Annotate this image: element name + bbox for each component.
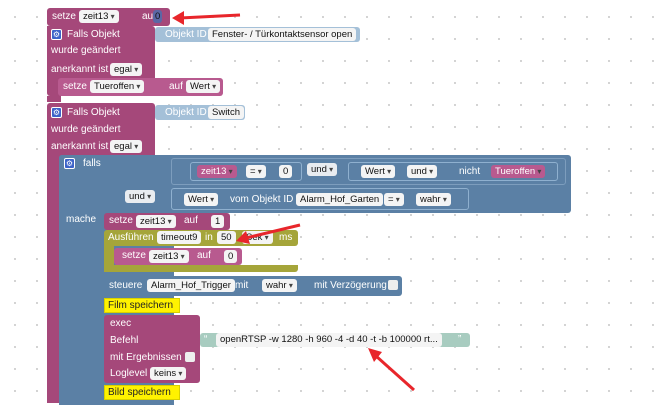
objid-block-2[interactable]: Objekt ID Switch xyxy=(155,105,245,120)
bild-label: Bild speichern xyxy=(108,387,171,398)
mit-label: mit xyxy=(235,280,249,291)
nicht-label: nicht xyxy=(459,166,481,177)
timeout-side xyxy=(104,246,114,272)
wert-dropdown[interactable]: Wert xyxy=(361,165,396,178)
value-field[interactable]: 0 xyxy=(279,165,293,178)
auf-label: auf xyxy=(184,215,198,226)
and-block-inner[interactable]: Wert und nicht Tueroffen xyxy=(348,162,558,181)
set-zeit13-block-0[interactable]: setze zeit13 auf 0 xyxy=(114,248,242,265)
compare-block-2[interactable]: Wert vom Objekt ID Alarm_Hof_Garten = wa… xyxy=(171,188,469,210)
ms-label: ms xyxy=(279,232,293,243)
auf-label: auf xyxy=(169,81,183,92)
value-field[interactable]: 1 xyxy=(211,215,225,228)
zeit13-dropdown[interactable]: zeit13 xyxy=(197,165,237,178)
wahr-dropdown[interactable]: wahr xyxy=(416,193,451,206)
quote-open-icon: “ xyxy=(204,334,208,345)
exec-block[interactable]: exec Befehl mit Ergebnissen Loglevel kei… xyxy=(104,315,200,383)
timeout-bottom xyxy=(104,265,298,272)
setze-label: setze xyxy=(63,81,87,92)
ausfuehren-label: Ausführen xyxy=(108,232,154,243)
auf-label: auf xyxy=(197,250,211,261)
film-comment[interactable]: Film speichern xyxy=(104,298,180,313)
value-field[interactable]: 0 xyxy=(153,10,163,23)
set-zeit13-block-1[interactable]: setze zeit13 auf 1 xyxy=(104,213,230,230)
and-dropdown[interactable]: und xyxy=(407,165,438,178)
trigger-label: Falls Objekt xyxy=(67,29,120,40)
exec-label: exec xyxy=(110,318,132,329)
compare-block-1[interactable]: zeit13 = 0 xyxy=(190,162,302,181)
trigger1-bottom xyxy=(47,96,61,102)
variable-dropdown[interactable]: zeit13 xyxy=(136,215,176,228)
set-tueroffen-block[interactable]: setze Tueroffen auf Wert xyxy=(58,78,223,96)
film-label: Film speichern xyxy=(108,300,174,311)
red-arrow-top xyxy=(172,11,241,25)
and-dropdown[interactable]: und xyxy=(125,190,156,203)
falls-label: falls xyxy=(83,158,101,169)
wert-dropdown[interactable]: Wert xyxy=(184,193,219,206)
results-checkbox[interactable] xyxy=(185,352,195,362)
befehl-label: Befehl xyxy=(110,335,139,346)
setze-label: setze xyxy=(52,11,76,22)
command-field[interactable]: openRTSP -w 1280 -h 960 -4 -d 40 -t -b 1… xyxy=(216,333,442,347)
timeout-name-field[interactable]: timeout9 xyxy=(157,231,202,244)
ack-dropdown[interactable]: egal xyxy=(110,63,143,76)
red-arrow-command xyxy=(368,348,416,392)
and-dropdown[interactable]: und xyxy=(307,163,338,176)
vom-objid-label: vom Objekt ID xyxy=(230,194,294,205)
red-arrow-timeout xyxy=(236,223,301,244)
setze-label: setze xyxy=(122,250,146,261)
setze-label: setze xyxy=(109,215,133,226)
objid-field[interactable]: Alarm_Hof_Trigger xyxy=(147,279,235,292)
objid-field[interactable]: Switch xyxy=(208,106,244,119)
loglevel-dropdown[interactable]: keins xyxy=(150,367,187,380)
value-field[interactable]: 0 xyxy=(224,250,238,263)
changed-label: wurde geändert xyxy=(51,124,121,135)
wert-dropdown[interactable]: Wert xyxy=(186,80,221,93)
gear-icon[interactable]: ⚙ xyxy=(64,158,75,169)
timeout-block[interactable]: Ausführen timeout9 in 50 Sek ms xyxy=(104,230,298,246)
set-zeit13-block-top[interactable]: setze zeit13 auf 0 xyxy=(47,8,170,26)
quote-close-icon: ” xyxy=(458,334,462,345)
objid-field[interactable]: Fenster- / Türkontaktsensor open xyxy=(208,28,357,41)
changed-label: wurde geändert xyxy=(51,45,121,56)
trigger-label: Falls Objekt xyxy=(67,107,120,118)
objid-label: Objekt ID xyxy=(165,107,207,118)
ack-label: anerkannt ist xyxy=(51,64,109,75)
command-string-block[interactable]: “ openRTSP -w 1280 -h 960 -4 -d 40 -t -b… xyxy=(200,333,470,347)
timeout-value-field[interactable]: 50 xyxy=(217,231,236,244)
gear-icon[interactable]: ⚙ xyxy=(51,29,62,40)
op-dropdown[interactable]: = xyxy=(246,165,266,178)
loglevel-label: Loglevel xyxy=(110,368,148,379)
variable-dropdown[interactable]: zeit13 xyxy=(149,250,189,263)
objid-field[interactable]: Alarm_Hof_Garten xyxy=(296,193,384,206)
wahr-dropdown[interactable]: wahr xyxy=(262,279,297,292)
in-label: in xyxy=(205,232,213,243)
steuere-label: steuere xyxy=(109,280,143,291)
objid-block-1[interactable]: Objekt ID Fenster- / Türkontaktsensor op… xyxy=(155,27,360,42)
op-dropdown[interactable]: = xyxy=(384,193,404,206)
mache-label: mache xyxy=(66,214,97,225)
ack-label: anerkannt ist xyxy=(51,141,109,152)
gear-icon[interactable]: ⚙ xyxy=(51,107,62,118)
ack-dropdown[interactable]: egal xyxy=(110,140,143,153)
steuere-block[interactable]: steuere Alarm_Hof_Trigger mit wahr mit V… xyxy=(104,276,402,296)
delay-label: mit Verzögerung xyxy=(314,280,387,291)
variable-dropdown[interactable]: Tueroffen xyxy=(90,80,145,93)
bild-comment[interactable]: Bild speichern xyxy=(104,385,180,400)
results-label: mit Ergebnissen xyxy=(110,352,182,363)
delay-checkbox[interactable] xyxy=(388,280,398,290)
variable-dropdown[interactable]: zeit13 xyxy=(79,10,119,23)
objid-label: Objekt ID xyxy=(165,29,207,40)
auf-label: auf xyxy=(142,11,156,22)
tueroffen-dropdown[interactable]: Tueroffen xyxy=(491,165,546,178)
